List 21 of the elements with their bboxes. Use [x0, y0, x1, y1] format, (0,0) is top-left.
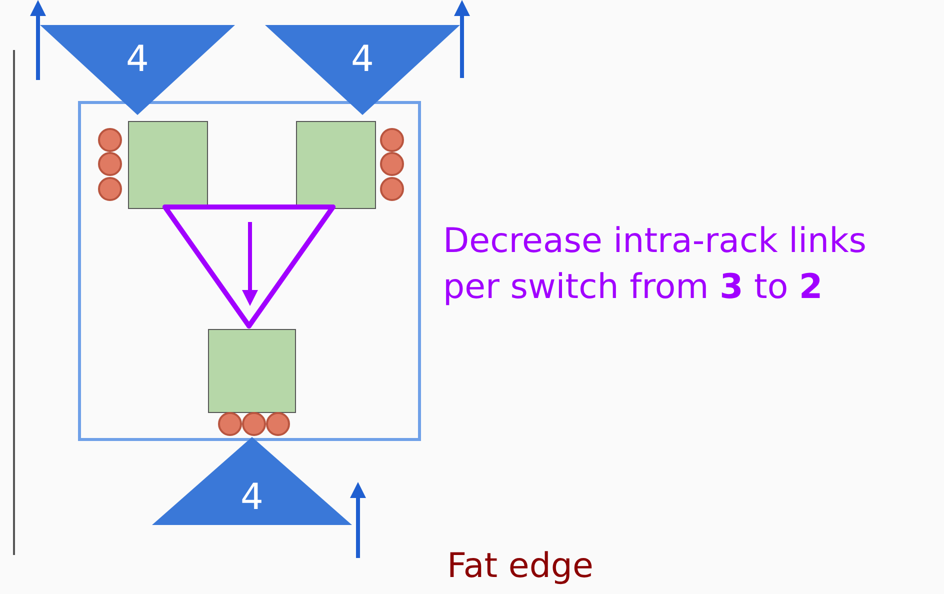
link-line: [162, 204, 252, 328]
switch-box: [296, 121, 376, 209]
caption-text: Fat edge: [447, 545, 594, 588]
server-circle: [380, 152, 404, 176]
server-circle: [98, 177, 122, 201]
link-count-triangle: 4: [40, 25, 235, 115]
server-circle: [242, 412, 266, 436]
server-circle: [98, 128, 122, 152]
switch-box: [128, 121, 208, 209]
server-circle: [380, 128, 404, 152]
note-text: Decrease intra-rack links per switch from 3 to 2: [443, 220, 868, 309]
rack-box: [78, 101, 421, 441]
link-line: [162, 204, 336, 210]
server-circle: [380, 177, 404, 201]
link-count-triangle: 4: [265, 25, 460, 115]
link-count-triangle: 4: [152, 437, 352, 525]
server-circle: [98, 152, 122, 176]
server-circle: [218, 412, 242, 436]
switch-box: [208, 329, 296, 413]
server-circle: [266, 412, 290, 436]
link-line: [246, 204, 336, 328]
